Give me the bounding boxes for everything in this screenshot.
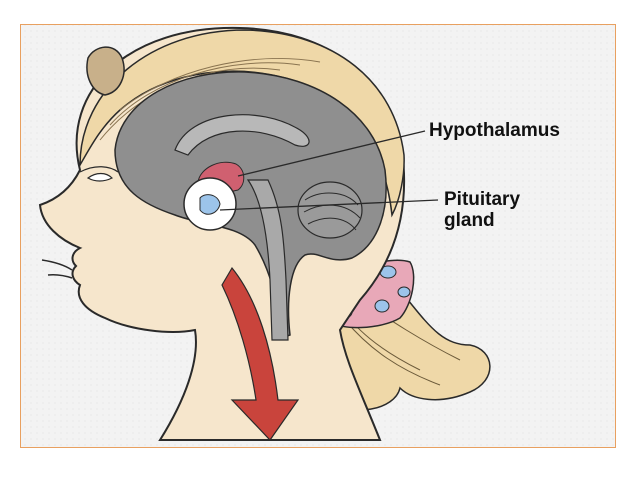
eye bbox=[86, 172, 114, 182]
pituitary-gland bbox=[199, 194, 221, 215]
cerebellum bbox=[297, 181, 363, 239]
hypothalamus-label: Hypothalamus bbox=[429, 120, 560, 141]
eyebrow bbox=[79, 166, 119, 173]
hypothalamus-leader bbox=[237, 130, 426, 177]
pituitary-label-line2: gland bbox=[444, 210, 495, 231]
pituitary-label-line1: Pituitary bbox=[444, 189, 521, 210]
pituitary-leader bbox=[219, 199, 439, 211]
corpus-callosum bbox=[174, 114, 310, 156]
downward-arrow bbox=[221, 266, 300, 441]
mouth bbox=[41, 259, 73, 279]
ear bbox=[86, 46, 125, 96]
